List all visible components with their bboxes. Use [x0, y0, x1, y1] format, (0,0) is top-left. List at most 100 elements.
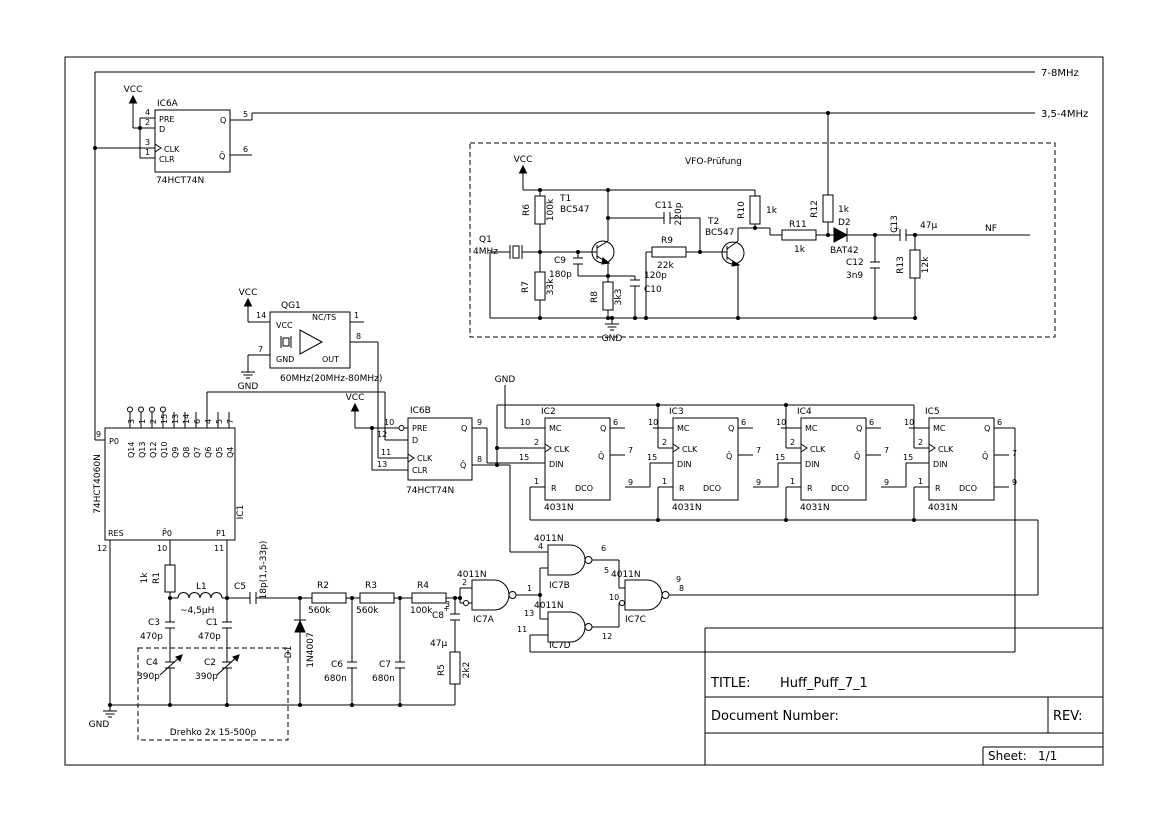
ic7a-pin2: 2 [462, 578, 467, 587]
ic7d-pin13: 13 [524, 609, 534, 618]
c3-val: 470p [140, 632, 163, 642]
gate-wires [446, 559, 1038, 628]
ic6b-clk: CLK [417, 454, 433, 463]
ic7c-name: IC7C [625, 615, 646, 625]
ic5-pin7: 7 [1012, 449, 1017, 458]
ic2-clk-triangle [544, 443, 552, 453]
ic3-pin7: 7 [756, 446, 761, 455]
c3-name: C3 [148, 618, 160, 628]
l1-val: ~4,5µH [180, 606, 214, 616]
r4-resistor [411, 592, 447, 604]
ic7d-pin12: 12 [602, 632, 612, 641]
ic4-pin10: 10 [776, 418, 786, 427]
r4-val: 100k [410, 606, 433, 616]
c8-val: 47µ [430, 639, 447, 649]
c11-name: C11 [655, 201, 673, 211]
c7-val: 680n [372, 674, 395, 684]
r11-resistor [781, 229, 817, 241]
c7-name: C7 [379, 660, 391, 670]
ic5-mc: MC [933, 424, 946, 433]
ic7c-pin9: 9 [676, 575, 681, 584]
ic7d-type: 4011N [534, 601, 564, 611]
ic2-pin15: 15 [519, 453, 529, 462]
r7-resistor [534, 271, 546, 301]
ic1-tpin-1: 1 [138, 419, 147, 424]
ic2-box [544, 417, 611, 501]
ic2-pin7: 7 [628, 446, 633, 455]
schematic-labels: 7-8MHz3,5-4MHzVCCIC6A4231PREDCLKCLRQQ̄56… [89, 68, 1089, 738]
ic7a-input-bubble [463, 600, 469, 606]
ic1-p0: P0 [109, 437, 119, 446]
r11-name: R11 [789, 220, 807, 230]
ic6b-vcc-arrow [350, 402, 360, 412]
nf-label: NF [985, 224, 997, 234]
r13-val: 12k [921, 256, 931, 273]
r2-val: 560k [308, 606, 331, 616]
ic3-pin2: 2 [662, 438, 667, 447]
qg1-oscillator [241, 297, 408, 459]
ic5-clk: CLK [938, 445, 954, 454]
qg1-freq: 60MHz(20MHz-80MHz) [280, 374, 382, 384]
r12-name: R12 [810, 200, 820, 218]
ic7c-type: 4011N [611, 570, 641, 580]
c9-val: 180p [549, 270, 572, 280]
ic1-p0bar: P̄0 [162, 528, 172, 538]
ic2-q: Q [600, 424, 606, 433]
ic6b-q: Q [461, 424, 467, 433]
ic6b-qbar: Q̄ [460, 460, 466, 470]
ic4-pin9: 9 [884, 478, 889, 487]
ic3-pin9: 9 [756, 478, 761, 487]
r7-val: 33k [546, 278, 556, 295]
ic3-pin1: 1 [662, 477, 667, 486]
ic6a-clk-triangle [154, 143, 162, 153]
ic1-tpin-3: 3 [127, 419, 136, 424]
ic7a-type: 4011N [457, 570, 487, 580]
page-frame [64, 56, 1104, 766]
ic4-r: R [807, 484, 813, 493]
ic1-tpin-4: 4 [204, 419, 213, 424]
ic1-pin9: 9 [96, 430, 101, 439]
ic7b-gate [547, 544, 586, 576]
qg1-vcc-label: VCC [239, 288, 258, 298]
r3-name: R3 [365, 581, 377, 591]
ic5-dco: DCO [959, 484, 977, 493]
ic6a-vcc-label: VCC [124, 85, 143, 95]
ic4-name: IC4 [797, 407, 812, 417]
ic3-dco: DCO [703, 484, 721, 493]
ic6a-pin6: 6 [243, 145, 248, 154]
c11-val: 220p [674, 202, 684, 225]
ic4-pin15: 15 [775, 453, 785, 462]
c10-name: C10 [644, 285, 662, 295]
ic5-q: Q [984, 424, 990, 433]
ic6a-pin3: 3 [145, 138, 150, 147]
c12-val: 3n9 [846, 271, 863, 281]
r4-name: R4 [417, 581, 429, 591]
ic1-q10: Q10 [160, 442, 169, 458]
ic2-pin9: 9 [628, 478, 633, 487]
c13-plus: + [893, 224, 900, 233]
c1-name: C1 [206, 618, 218, 628]
ic3-qbar: Q̄ [726, 451, 732, 461]
ic4-pin6: 6 [869, 418, 874, 427]
ic1-q9: Q9 [171, 447, 180, 458]
title-label: TITLE: [711, 676, 751, 691]
l1-name: L1 [196, 582, 207, 592]
qg1-buffer-triangle [299, 329, 324, 355]
d1-val: 1N4007 [306, 632, 316, 667]
ic2-pin1: 1 [534, 477, 539, 486]
ic2-pin10: 10 [520, 418, 530, 427]
ic5-qbar: Q̄ [982, 451, 988, 461]
ic2-part: 4031N [544, 503, 574, 513]
ic7a-gate [471, 579, 510, 611]
ic6b-pin13: 13 [377, 460, 387, 469]
ic6a-clk: CLK [164, 145, 180, 154]
ic1-tpin-2: 2 [149, 419, 158, 424]
q1-val: 4MHz [473, 247, 498, 257]
ic2-pin6: 6 [613, 418, 618, 427]
ic6a-part: 74HCT74N [156, 176, 204, 186]
ic1-q4: Q4 [226, 447, 235, 458]
ic1-tpin-6: 6 [193, 419, 202, 424]
ic7d-gate [547, 611, 586, 643]
ic6b-pin10: 10 [384, 418, 394, 427]
